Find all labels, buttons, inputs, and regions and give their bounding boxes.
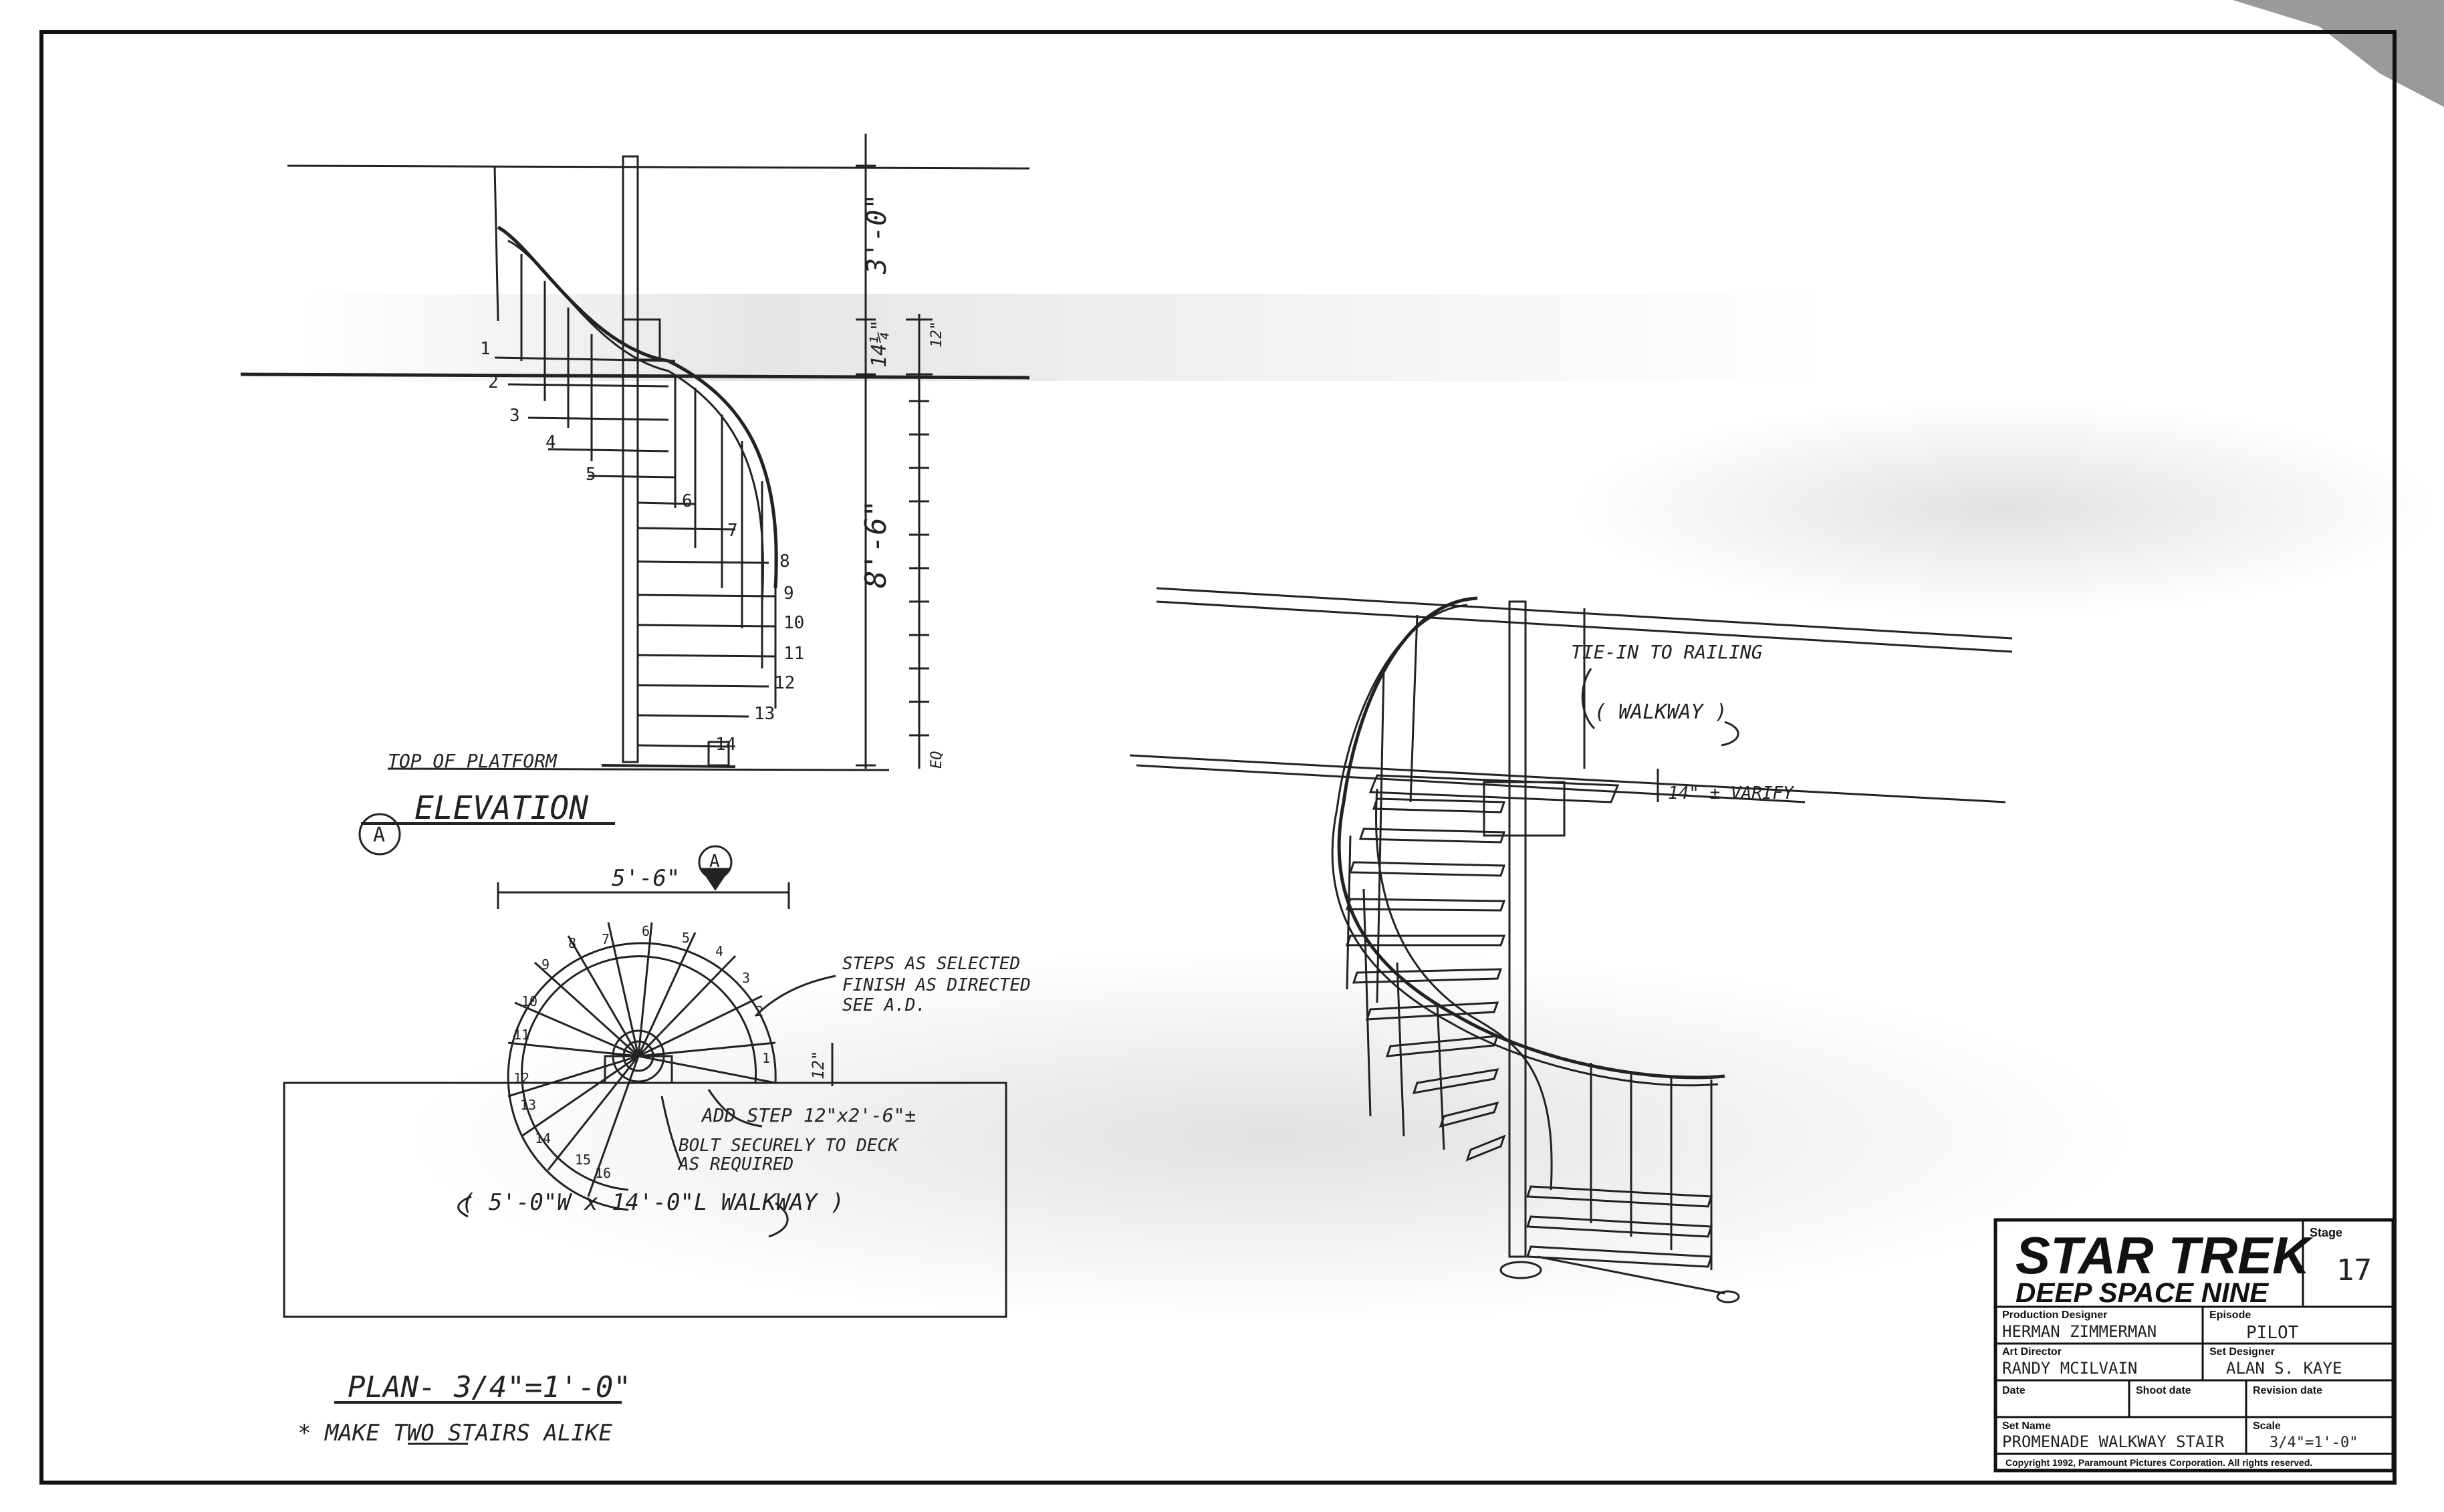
plan-step-numbers: 1 2 3 4 5 6 7 8 9 10 11 12 13 14 15 16: [513, 923, 770, 1181]
elev-step-3: 3: [509, 406, 520, 426]
plan-step-11: 11: [513, 1027, 529, 1043]
plan-step-16: 16: [595, 1165, 611, 1181]
plan-step-8: 8: [568, 935, 576, 951]
plan-step-2: 2: [755, 1003, 763, 1019]
set-name-value: PROMENADE WALKWAY STAIR: [2002, 1432, 2225, 1451]
smudge: [301, 294, 1838, 381]
elev-step-12: 12: [774, 673, 795, 693]
set-name-label: Set Name: [2002, 1420, 2051, 1432]
elev-step-4: 4: [545, 432, 556, 453]
note-steps-line1: STEPS AS SELECTED: [842, 954, 1020, 974]
plan-drawing: [283, 845, 1007, 1445]
elevation-title: ELEVATION: [414, 789, 589, 827]
perspective-note-height: 14" ± VARIFY: [1668, 783, 1795, 803]
torn-corner: [2233, 0, 2444, 107]
plan-step-7: 7: [602, 931, 610, 947]
plan-step-13: 13: [520, 1097, 536, 1113]
elev-step-1: 1: [480, 339, 491, 359]
smudge: [401, 949, 2139, 1324]
top-of-platform-label: TOP OF PLATFORM: [388, 750, 558, 772]
elev-step-6: 6: [682, 491, 693, 511]
elev-dim-main: 8'-6": [859, 500, 893, 588]
revision-date-label: Revision date: [2253, 1385, 2322, 1396]
plan-step-9: 9: [541, 957, 549, 973]
plan-step-3: 3: [742, 970, 750, 986]
sheet-border: [39, 30, 2397, 1485]
scale-label: Scale: [2253, 1420, 2281, 1432]
episode-label: Episode: [2209, 1309, 2251, 1321]
set-designer-value: ALAN S. KAYE: [2226, 1359, 2342, 1378]
plan-note-add-step: ADD STEP 12"x2'-6"±: [701, 1104, 916, 1126]
star-trek-logo: STAR TREK: [2015, 1226, 2314, 1285]
title-block: [1993, 1218, 2395, 1473]
plan-step-6: 6: [642, 923, 650, 939]
plan-walkway-label: ( 5'-0"W x 14'-0"L WALKWAY ): [461, 1189, 844, 1216]
elev-step-10: 10: [783, 613, 804, 633]
elev-step-7: 7: [727, 521, 738, 541]
elev-dim-top: 3'-0": [862, 194, 892, 275]
plan-step-10: 10: [521, 993, 537, 1009]
smudge: [1571, 401, 2440, 615]
production-designer-label: Production Designer: [2002, 1309, 2107, 1321]
elev-step-9: 9: [783, 584, 794, 604]
elev-step-11: 11: [783, 644, 804, 664]
plan-note-steps: STEPS AS SELECTED FINISH AS DIRECTED SEE…: [842, 954, 1031, 1015]
episode-value: PILOT: [2246, 1323, 2299, 1343]
note-steps-line3: SEE A.D.: [842, 995, 926, 1015]
elev-step-8: 8: [779, 551, 790, 572]
shoot-date-label: Shoot date: [2136, 1385, 2191, 1396]
art-director-value: RANDY MCILVAIN: [2002, 1359, 2137, 1378]
set-designer-label: Set Designer: [2209, 1346, 2275, 1358]
art-director-label: Art Director: [2002, 1346, 2062, 1358]
elev-step-13: 13: [754, 704, 775, 724]
perspective-drawing: [1129, 587, 2013, 1303]
plan-note-bolt-1: BOLT SECURELY TO DECK: [679, 1136, 900, 1156]
elevation-step-numbers: 1 2 3 4 5 6 7 8 9 10 11 12 13 14: [480, 339, 804, 755]
elev-dim-small-b: EQ: [929, 751, 945, 769]
elevation-drawing: [240, 134, 1030, 856]
note-steps-line2: FINISH AS DIRECTED: [842, 975, 1031, 995]
plan-note-bolt-2: AS REQUIRED: [677, 1154, 793, 1174]
plan-step-1: 1: [762, 1050, 770, 1066]
copyright-notice: Copyright 1992, Paramount Pictures Corpo…: [2005, 1457, 2312, 1468]
elevation-marker: A: [373, 824, 385, 847]
elev-step-2: 2: [488, 372, 499, 392]
plan-width-dim: 5'-6": [612, 865, 680, 892]
elev-step-14: 14: [715, 735, 736, 755]
plan-step-12: 12: [513, 1070, 529, 1086]
deep-space-nine-logo: DEEP SPACE NINE: [2015, 1277, 2270, 1308]
scale-value: 3/4"=1'-0": [2270, 1434, 2358, 1451]
plan-rise-dim: 12": [809, 1051, 828, 1080]
plan-note-make: * MAKE TWO STAIRS ALIKE: [297, 1420, 612, 1446]
stage-label: Stage: [2310, 1226, 2342, 1239]
plan-step-5: 5: [682, 930, 690, 946]
plan-step-14: 14: [535, 1130, 551, 1146]
elev-dim-mid: 14¼": [868, 320, 891, 368]
elev-dim-small-a: 12": [929, 321, 945, 348]
date-label: Date: [2002, 1385, 2026, 1396]
plan-step-4: 4: [715, 943, 723, 959]
stage-value: 17: [2336, 1253, 2372, 1287]
elev-step-5: 5: [586, 465, 596, 485]
plan-step-15: 15: [575, 1152, 591, 1168]
plan-title: PLAN- 3/4"=1'-0": [348, 1370, 631, 1404]
production-designer-value: HERMAN ZIMMERMAN: [2002, 1322, 2157, 1341]
plan-marker: A: [709, 852, 720, 872]
perspective-note-walkway: ( WALKWAY ): [1594, 701, 1727, 724]
perspective-note-tie: TIE-IN TO RAILING: [1571, 641, 1763, 663]
